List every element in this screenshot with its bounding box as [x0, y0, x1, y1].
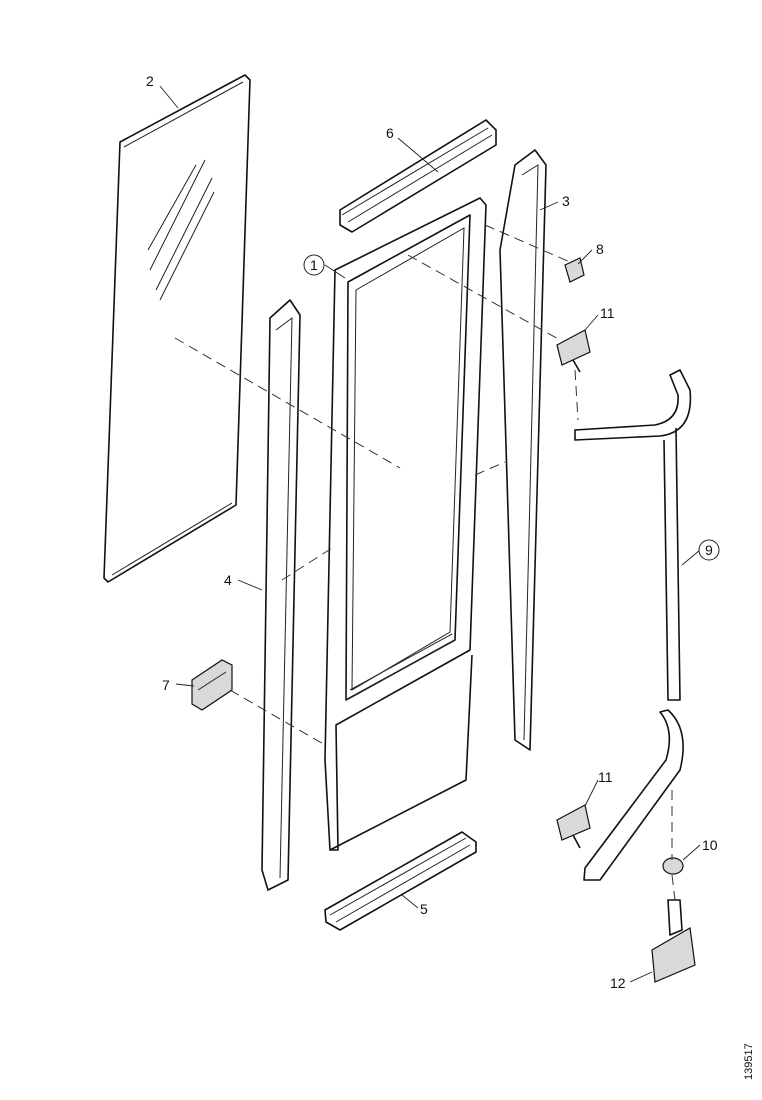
callout-9: 9	[705, 542, 713, 558]
handle-bar	[574, 369, 692, 881]
corner-cap	[564, 257, 585, 283]
callout-leaders	[159, 85, 701, 983]
callout-11-lower: 11	[598, 769, 613, 785]
callout-4: 4	[224, 572, 232, 588]
left-gasket	[261, 299, 301, 891]
bottom-rail	[324, 831, 477, 931]
hinge-bracket-upper	[556, 329, 591, 373]
callout-10: 10	[702, 837, 718, 853]
callout-5: 5	[420, 901, 428, 917]
document-id: 139517	[743, 1043, 755, 1080]
callout-7: 7	[162, 677, 170, 693]
callout-11-upper: 11	[600, 305, 615, 321]
right-gasket	[499, 149, 547, 751]
callout-8: 8	[596, 241, 604, 257]
callout-labels: 2 6 1 3 8 11 9 4 7 11 10 5 12	[146, 73, 720, 991]
callout-9-ring	[698, 539, 720, 561]
door-frame	[324, 197, 487, 851]
glass-pane	[103, 74, 251, 583]
callout-1: 1	[310, 257, 318, 273]
hinge-bracket-lower	[556, 804, 591, 849]
assembly-guide-lines	[174, 224, 676, 901]
callout-1-ring	[303, 254, 325, 276]
latch-block	[191, 659, 233, 711]
base-mount	[651, 899, 696, 983]
top-rail	[339, 119, 497, 233]
callout-3: 3	[562, 193, 570, 209]
callout-2: 2	[146, 73, 154, 89]
callout-12: 12	[610, 975, 626, 991]
washer	[662, 857, 684, 875]
callout-6: 6	[386, 125, 394, 141]
